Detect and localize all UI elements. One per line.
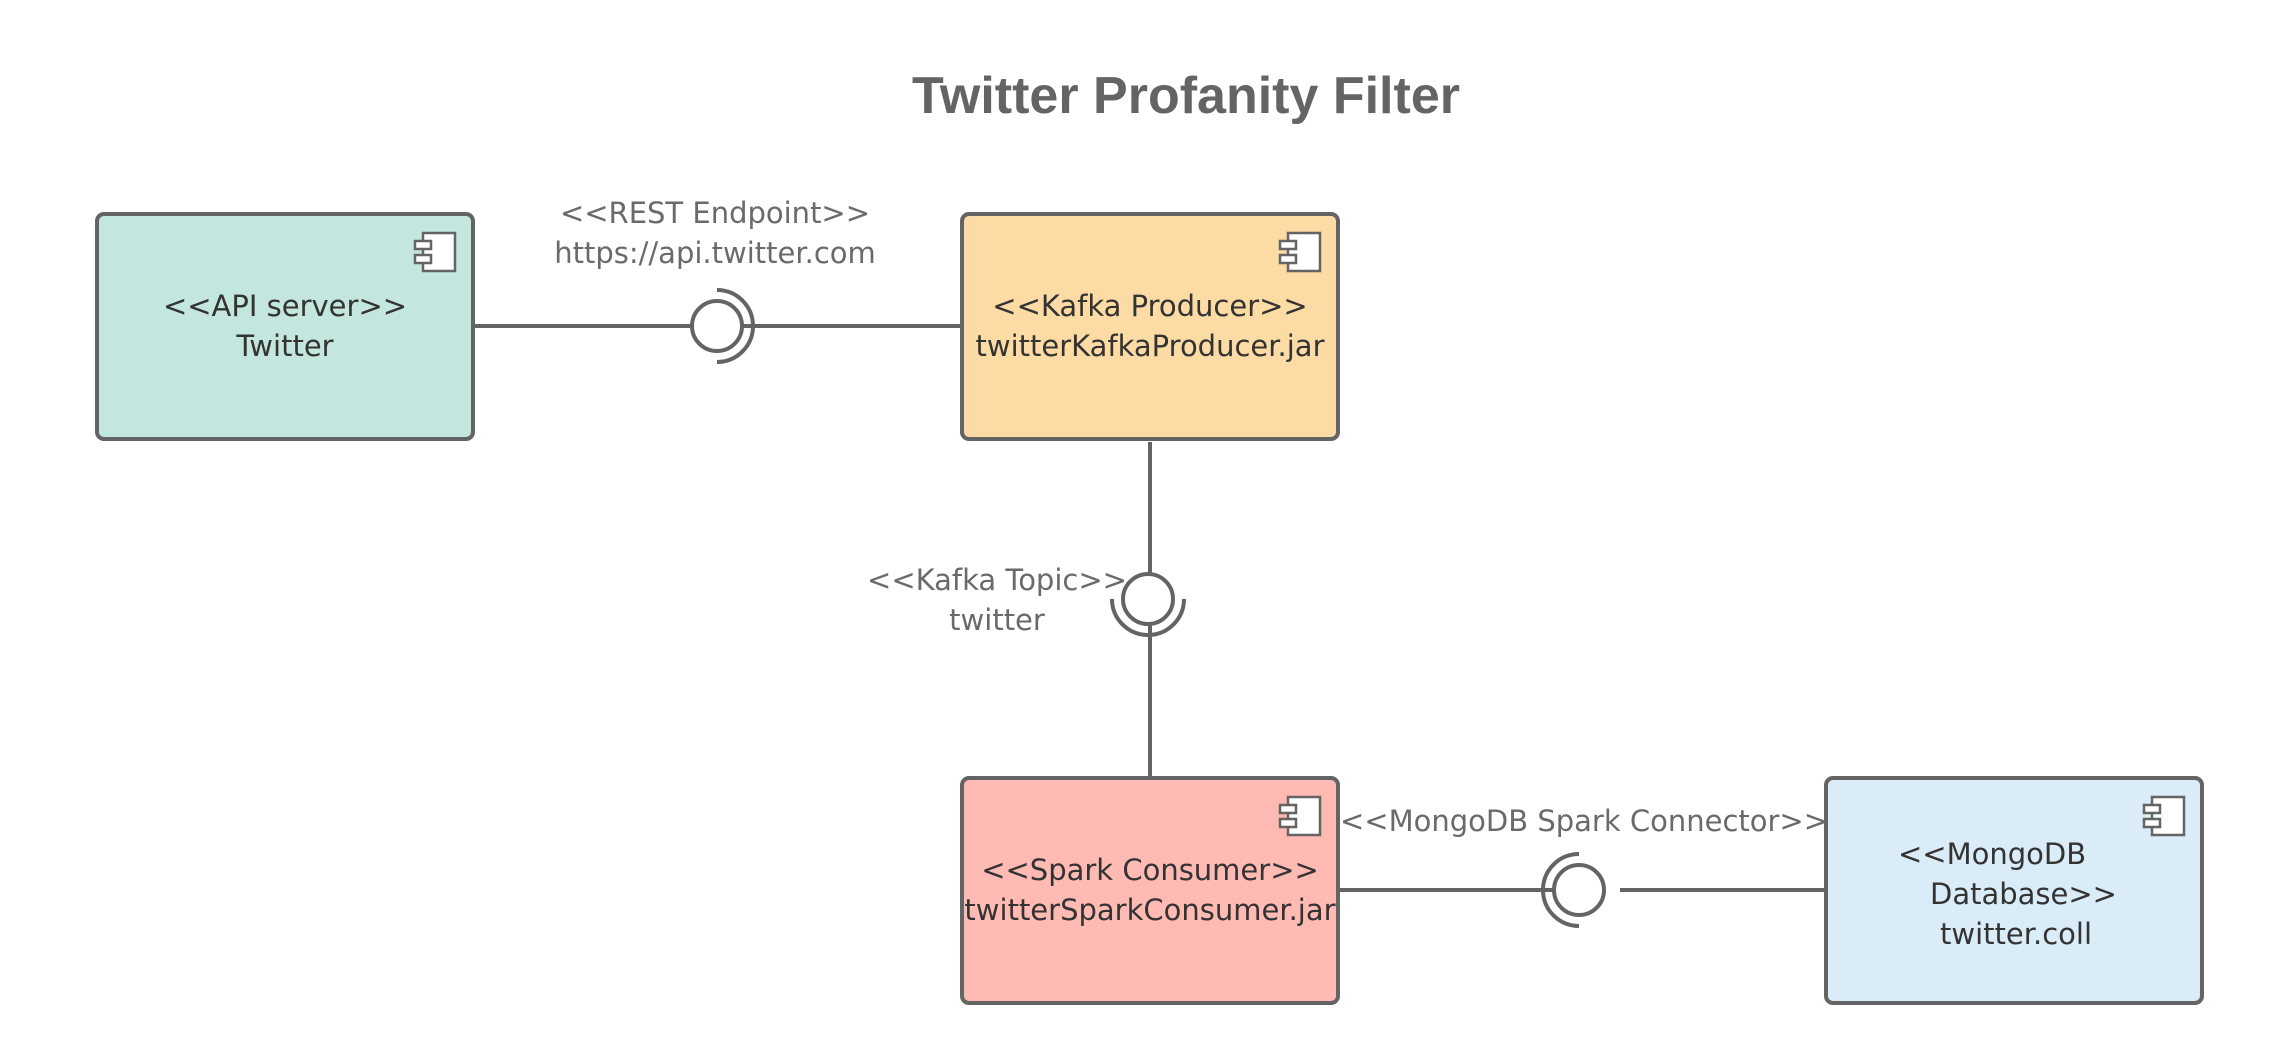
mongodb-connector-label: <<MongoDB Spark Connector>> (1340, 801, 1829, 841)
api-server-name: Twitter (236, 329, 334, 363)
uml-component-icon (1278, 231, 1322, 273)
lollipop-icon (690, 299, 744, 353)
mongodb-connector-interface[interactable] (1541, 852, 1606, 928)
kafka-producer-box[interactable] (960, 212, 1340, 441)
lollipop-icon (1552, 863, 1606, 917)
kafka-topic-interface[interactable] (1110, 572, 1186, 637)
uml-component-icon (413, 231, 457, 273)
api-server-box[interactable] (95, 212, 475, 441)
spark-consumer-stereotype: <<Spark Consumer>> (981, 853, 1319, 887)
lollipop-icon (1121, 572, 1175, 626)
uml-component-icon (1278, 795, 1322, 837)
mongodb-label: <<MongoDB Database>> twitter.coll (1826, 834, 2202, 954)
kafka-producer-stereotype: <<Kafka Producer>> (992, 289, 1308, 323)
api-server-label: <<API server>> Twitter (97, 286, 473, 366)
mongodb-connector-stereotype: <<MongoDB Spark Connector>> (1340, 804, 1829, 838)
mongodb-name: twitter.coll (1940, 917, 2093, 951)
rest-endpoint-stereotype: <<REST Endpoint>> (559, 196, 871, 230)
socket-icon (1541, 852, 1580, 928)
api-server-stereotype: <<API server>> (162, 289, 408, 323)
spark-consumer-name: twitterSparkConsumer.jar (964, 893, 1336, 927)
kafka-topic-label: <<Kafka Topic>> twitter (860, 560, 1134, 640)
spark-consumer-box[interactable] (960, 776, 1340, 1005)
mongodb-stereotype-line2: Database>> (1930, 877, 2117, 911)
socket-icon (716, 288, 755, 364)
rest-endpoint-url: https://api.twitter.com (554, 236, 876, 270)
socket-icon (1110, 598, 1186, 637)
diagram-title: Twitter Profanity Filter (912, 67, 1460, 125)
kafka-producer-name: twitterKafkaProducer.jar (975, 329, 1325, 363)
kafka-topic-name: twitter (949, 603, 1045, 637)
mongodb-stereotype-line1: <<MongoDB (1898, 837, 2087, 871)
rest-endpoint-label: <<REST Endpoint>> https://api.twitter.co… (545, 193, 885, 273)
kafka-producer-label: <<Kafka Producer>> twitterKafkaProducer.… (962, 286, 1338, 366)
kafka-topic-stereotype: <<Kafka Topic>> (867, 563, 1127, 597)
spark-consumer-label: <<Spark Consumer>> twitterSparkConsumer.… (962, 850, 1338, 930)
uml-component-icon (2142, 795, 2186, 837)
rest-endpoint-interface[interactable] (690, 288, 755, 364)
mongodb-box[interactable] (1824, 776, 2204, 1005)
